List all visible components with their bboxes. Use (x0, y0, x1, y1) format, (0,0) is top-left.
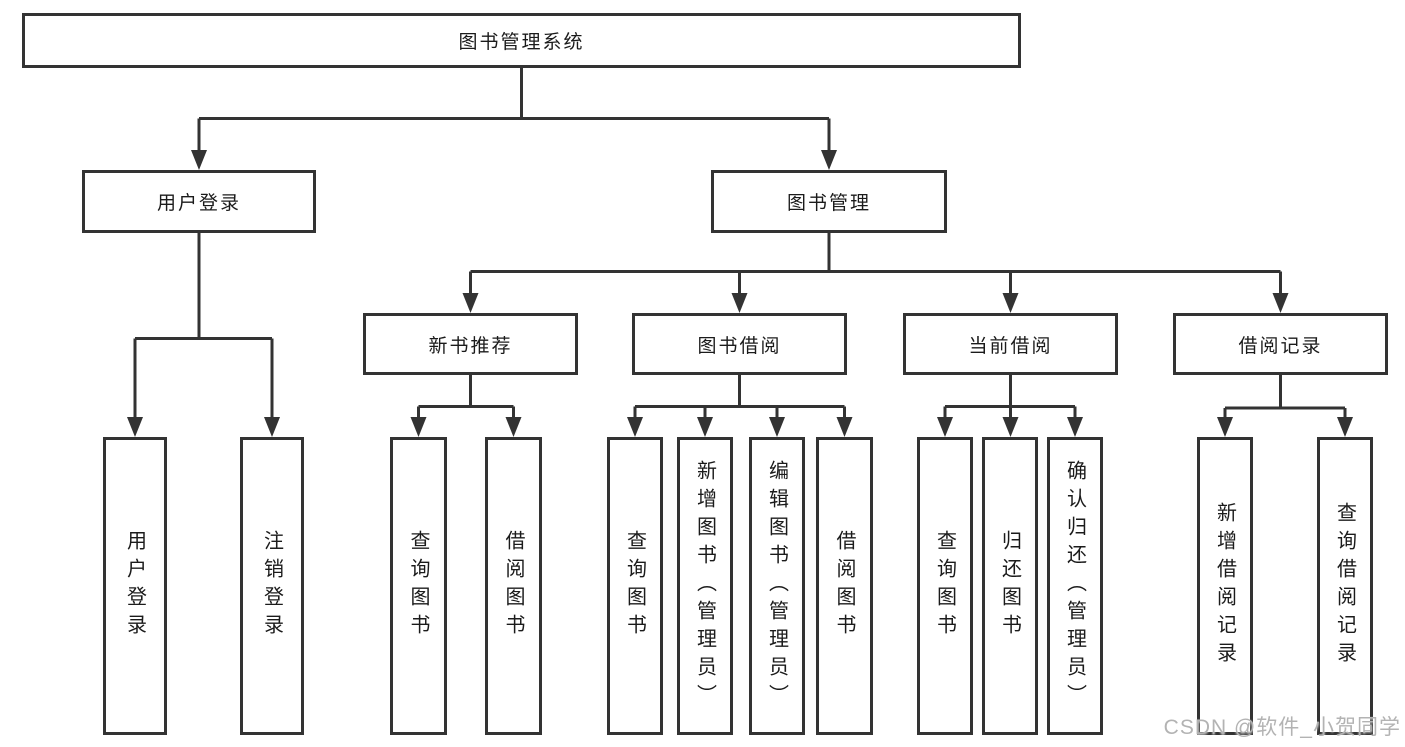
leaf-br-add-borrow-record: 新增借阅记录 (1197, 437, 1253, 735)
arrowhead-icon (1337, 417, 1353, 437)
connector-root-split (197, 68, 831, 152)
arrowhead-icon (505, 417, 522, 437)
leaf-nb-borrow-books: 借阅图书 (485, 437, 542, 735)
arrowhead-icon (1217, 417, 1233, 437)
arrowhead-icon (821, 150, 837, 170)
connector-userlogin-split (133, 233, 274, 421)
leaf-user-login: 用户登录 (103, 437, 167, 735)
leaf-bb-borrow-books: 借阅图书 (816, 437, 873, 735)
arrowhead-icon (410, 417, 427, 437)
arrowhead-icon (1272, 293, 1289, 313)
arrowhead-icon (191, 150, 207, 170)
connector-paths (133, 68, 1347, 421)
arrowhead-icon (1002, 293, 1019, 313)
arrowhead-icon (127, 417, 143, 437)
connector-current-split (943, 375, 1077, 421)
arrowhead-icon (627, 417, 643, 437)
arrowhead-icon (937, 417, 953, 437)
connector-records-split (1223, 375, 1347, 421)
node-user-login: 用户登录 (82, 170, 316, 233)
arrowheads (127, 150, 1353, 437)
node-current-borrowing: 当前借阅 (903, 313, 1118, 375)
arrowhead-icon (769, 417, 785, 437)
arrowhead-icon (697, 417, 713, 437)
arrowhead-icon (1067, 417, 1083, 437)
node-book-borrowing: 图书借阅 (632, 313, 847, 375)
node-borrowing-records: 借阅记录 (1173, 313, 1388, 375)
leaf-bb-edit-books-admin: 编辑图书（管理员） (749, 437, 805, 735)
leaf-cb-confirm-return-admin: 确认归还（管理员） (1047, 437, 1103, 735)
arrowhead-icon (1002, 417, 1019, 437)
leaf-nb-query-books: 查询图书 (390, 437, 447, 735)
leaf-logout: 注销登录 (240, 437, 304, 735)
leaf-cb-query-books: 查询图书 (917, 437, 973, 735)
csdn-watermark: CSDN @软件_小贺同学 (1163, 716, 1401, 739)
connector-newbook-split (417, 375, 515, 421)
leaf-bb-add-books-admin: 新增图书（管理员） (677, 437, 733, 735)
node-book-management: 图书管理 (711, 170, 947, 233)
connector-borrowing-split (633, 375, 846, 421)
leaf-cb-return-books: 归还图书 (982, 437, 1038, 735)
node-new-book-recommendation: 新书推荐 (363, 313, 578, 375)
arrowhead-icon (462, 293, 479, 313)
leaf-bb-query-books: 查询图书 (607, 437, 663, 735)
leaf-br-query-borrow-record: 查询借阅记录 (1317, 437, 1373, 735)
arrowhead-icon (836, 417, 853, 437)
arrowhead-icon (731, 293, 748, 313)
node-library-management-system: 图书管理系统 (22, 13, 1021, 68)
arrowhead-icon (264, 417, 280, 437)
connector-bookmgmt-split (469, 233, 1282, 295)
